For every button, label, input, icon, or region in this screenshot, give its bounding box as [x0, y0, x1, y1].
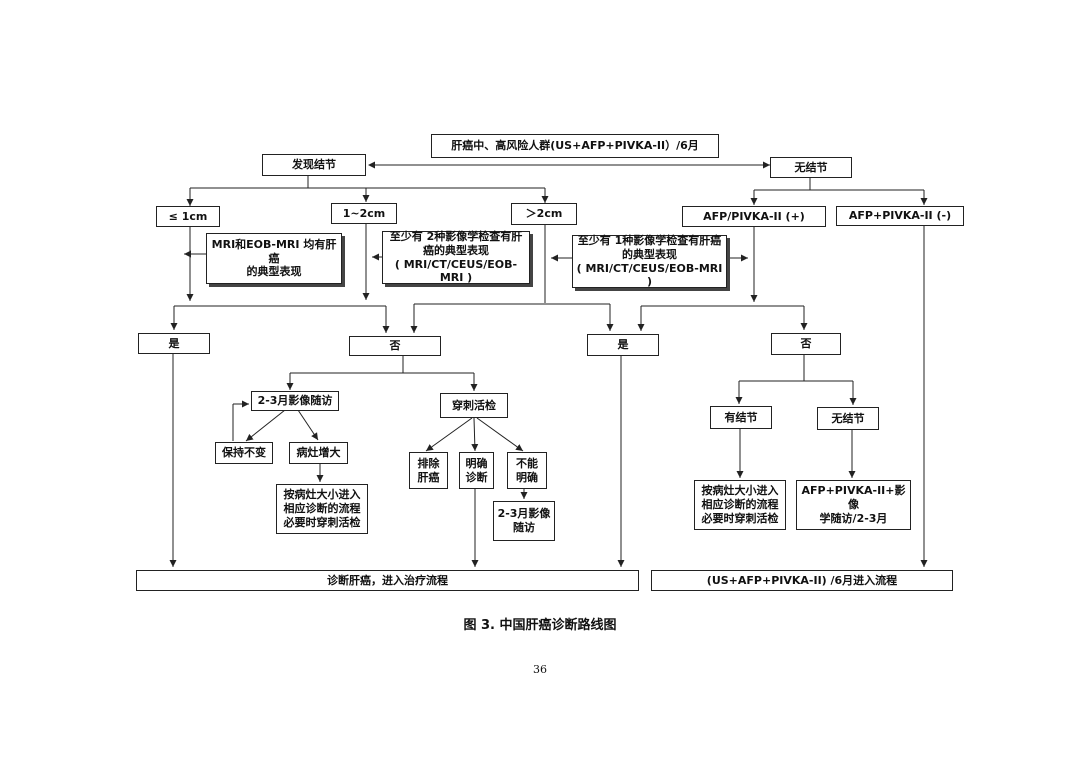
connector: [476, 417, 524, 452]
exclude-hcc-box: 排除 肝癌: [409, 452, 448, 489]
clear-diagnosis-box: 明确 诊断: [459, 452, 494, 489]
two-imaging-criteria-box: 至少有 2种影像学检查有肝 癌的典型表现 ( MRI/CT/CEUS/EOB-M…: [382, 230, 530, 284]
figure-caption: 图 3. 中国肝癌诊断路线图: [463, 618, 617, 633]
connector: [297, 409, 319, 441]
lesion-enlarged-box: 病灶增大: [289, 442, 348, 464]
no-nodule-right-box: 无结节: [817, 407, 879, 430]
afp-imaging-followup-box: AFP+PIVKA-II+影像 学随访/2-3月: [796, 480, 911, 530]
afp-negative-box: AFP+PIVKA-II (-): [836, 206, 964, 226]
biopsy-box: 穿刺活检: [440, 393, 508, 418]
no-nodule-top-box: 无结节: [770, 157, 852, 178]
unclear-diagnosis-box: 不能 明确: [507, 452, 547, 489]
has-nodule-box: 有结节: [710, 406, 772, 429]
stable-box: 保持不变: [215, 442, 273, 464]
found-nodule-box: 发现结节: [262, 154, 366, 176]
connector: [425, 417, 473, 452]
high-risk-population-box: 肝癌中、高风险人群(US+AFP+PIVKA-II）/6月: [431, 134, 719, 158]
size-1-2cm-box: 1~2cm: [331, 203, 397, 224]
followup-2-3-month-box: 2-3月影像随访: [251, 391, 339, 411]
no-middle-box: 否: [349, 336, 441, 356]
diagnose-by-size-left-box: 按病灶大小进入 相应诊断的流程 必要时穿刺活检: [276, 484, 368, 534]
connector: [245, 409, 286, 442]
one-imaging-criteria-box: 至少有 1种影像学检查有肝癌 的典型表现 ( MRI/CT/CEUS/EOB-M…: [572, 234, 727, 288]
mri-eob-criteria-box: MRI和EOB-MRI 均有肝癌 的典型表现: [206, 233, 342, 284]
reenter-screening-box: (US+AFP+PIVKA-II) /6月进入流程: [651, 570, 953, 591]
diagnose-and-treat-box: 诊断肝癌，进入治疗流程: [136, 570, 639, 591]
page-number: 36: [533, 663, 547, 676]
afp-positive-box: AFP/PIVKA-II (+): [682, 206, 826, 227]
yes-left-box: 是: [138, 333, 210, 354]
size-gt-2cm-box: ＞2cm: [511, 203, 577, 225]
yes-right-box: 是: [587, 334, 659, 356]
no-right-box: 否: [771, 333, 841, 355]
connector: [471, 417, 479, 452]
size-le-1cm-box: ≤ 1cm: [156, 206, 220, 227]
followup-2-3-month-imaging-box: 2-3月影像 随访: [493, 501, 555, 541]
diagnose-by-size-right-box: 按病灶大小进入 相应诊断的流程 必要时穿刺活检: [694, 480, 786, 530]
